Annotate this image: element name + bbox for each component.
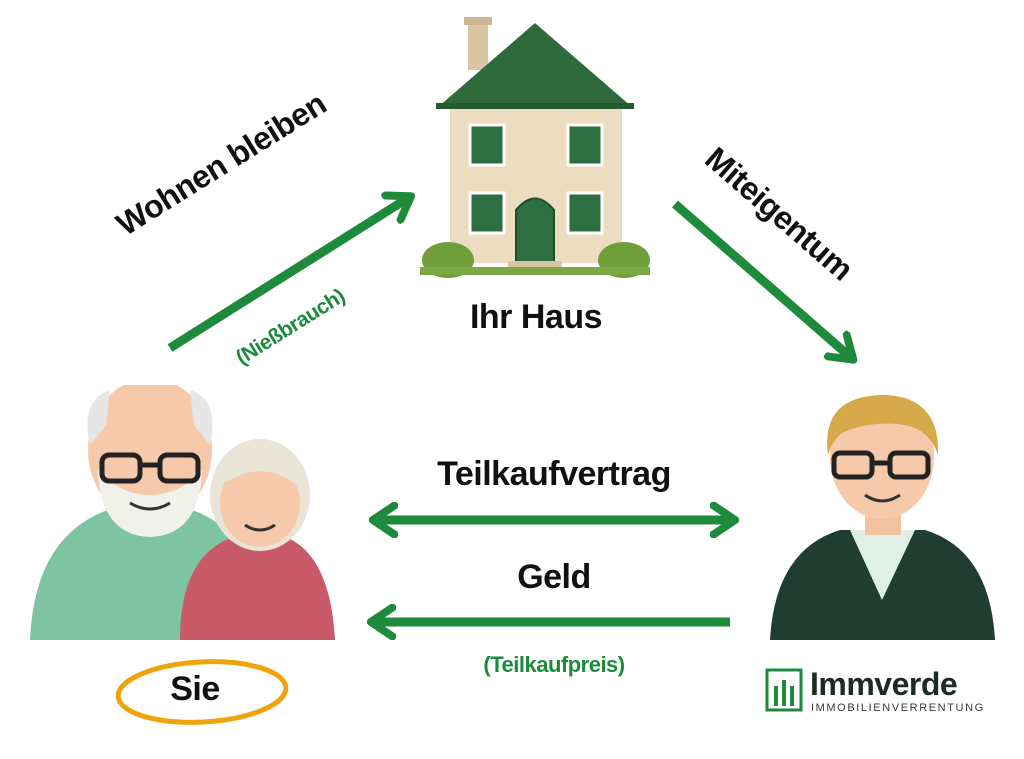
- arrow-stay: [167, 200, 405, 352]
- investor-illustration: [770, 395, 995, 640]
- brand-logo-icon: [765, 668, 803, 712]
- house-label: Ihr Haus: [469, 298, 603, 336]
- contract-label: Teilkaufvertrag: [437, 455, 671, 493]
- arrow-ownership: [672, 200, 848, 355]
- highlight-circle: [115, 659, 289, 725]
- brand-name: Immverde: [810, 666, 958, 702]
- money-label: Geld: [517, 558, 591, 596]
- house-illustration: [420, 17, 650, 278]
- couple-illustration: [30, 385, 335, 640]
- brand-tagline: IMMOBILIENVERRENTUNG: [811, 702, 985, 714]
- owners-label: Sie: [170, 670, 220, 708]
- money-sublabel: (Teilkaufpreis): [483, 652, 625, 677]
